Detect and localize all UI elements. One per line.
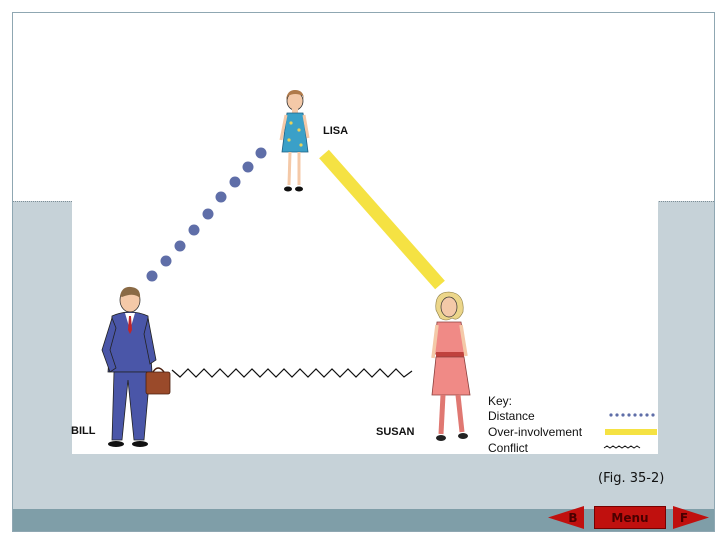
bill-label: BILL — [71, 425, 96, 437]
menu-button[interactable]: Menu — [594, 506, 666, 529]
susan-figure — [431, 291, 471, 441]
legend-item-conflict: Conflict — [488, 441, 529, 455]
over-involvement-relationship — [319, 149, 445, 290]
legend-item-distance: Distance — [488, 409, 535, 423]
legend-title: Key: — [488, 394, 512, 408]
footer-bar — [13, 509, 714, 531]
legend-item-over-involvement: Over-involvement — [488, 425, 583, 439]
lisa-figure — [279, 90, 310, 192]
menu-button-label: Menu — [611, 510, 649, 525]
figure-caption: (Fig. 35-2) — [598, 471, 665, 486]
bill-figure — [101, 286, 171, 447]
legend-swatch-over-involvement — [605, 429, 657, 435]
lisa-label: LISA — [323, 125, 348, 137]
legend: Key: Distance Over-involvement Conflict — [488, 394, 657, 455]
legend-swatch-conflict — [603, 445, 641, 449]
back-button-label: B — [568, 510, 578, 525]
conflict-relationship — [171, 368, 413, 378]
forward-button-label: F — [679, 510, 689, 525]
susan-label: SUSAN — [376, 426, 415, 438]
distance-relationship — [146, 147, 267, 282]
legend-swatch-distance — [609, 413, 655, 417]
